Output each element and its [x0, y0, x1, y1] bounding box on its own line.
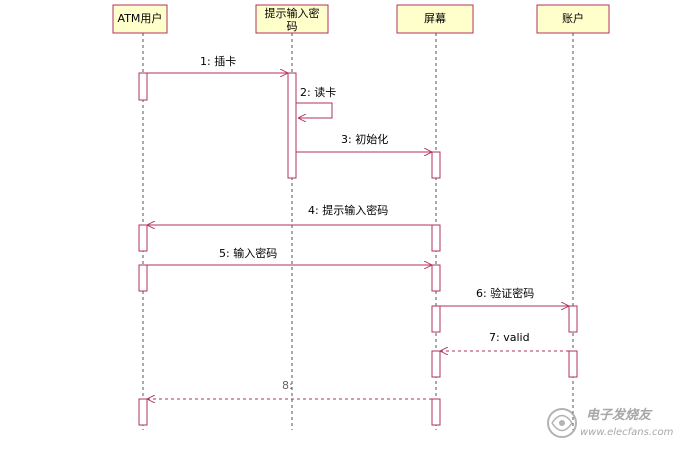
activation-prompt-pin-1	[287, 72, 297, 179]
lifeline-label-screen: 屏幕	[424, 11, 446, 25]
activation-screen-1	[431, 151, 441, 179]
lifeline-label-prompt-pin-line1: 提示输入密	[265, 6, 320, 20]
message-label-6: 6: 验证密码	[476, 286, 534, 300]
lifeline-head-account: 账户	[536, 4, 610, 34]
watermark: 电子发烧友 www.elecfans.com	[547, 407, 674, 438]
message-label-7: 7: valid	[489, 331, 530, 344]
lifeline-head-screen: 屏幕	[396, 4, 474, 34]
watermark-logo-icon	[547, 408, 577, 438]
activation-atm-user-1	[138, 72, 148, 101]
lifeline-label-prompt-pin-line2: 码	[287, 20, 298, 33]
message-label-4: 4: 提示输入密码	[308, 203, 388, 217]
message-label-8: 8:	[282, 379, 293, 392]
activation-screen-5	[431, 350, 441, 378]
message-arrow-2	[296, 102, 333, 118]
message-label-5: 5: 输入密码	[219, 246, 277, 260]
lifeline-label-account: 账户	[562, 11, 584, 25]
activation-screen-6	[431, 398, 441, 426]
lifeline-head-atm-user: ATM用户	[112, 4, 168, 34]
activation-atm-user-3	[138, 264, 148, 292]
message-label-3: 3: 初始化	[341, 132, 388, 146]
activation-screen-2	[431, 224, 441, 252]
activation-screen-3	[431, 264, 441, 292]
activation-atm-user-4	[138, 398, 148, 426]
watermark-brand: 电子发烧友	[586, 407, 653, 423]
watermark-url: www.elecfans.com	[580, 427, 674, 438]
message-label-2: 2: 读卡	[300, 85, 336, 99]
lifeline-head-prompt-pin: 提示输入密 码	[255, 4, 329, 34]
activation-account-2	[568, 350, 578, 378]
activation-account-1	[568, 305, 578, 333]
activation-atm-user-2	[138, 224, 148, 252]
message-label-1: 1: 插卡	[200, 54, 236, 68]
lifeline-label-atm-user: ATM用户	[118, 11, 163, 25]
activation-screen-4	[431, 305, 441, 333]
